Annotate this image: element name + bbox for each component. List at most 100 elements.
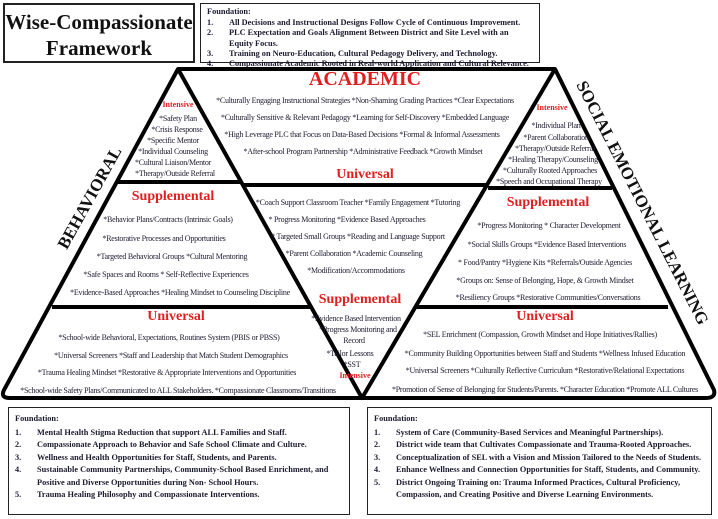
sel-supplemental-item: *Progress Monitoring * Character Develop…: [477, 221, 621, 230]
foundation-item-text: District Ongoing Training on: Trauma Inf…: [396, 477, 681, 500]
sel-intensive-item: *Parent Collaboration: [523, 133, 589, 142]
foundation-item-number: 1.: [374, 427, 381, 437]
foundation-item-text: Enhance Wellness and Connection Opportun…: [396, 465, 700, 474]
foundation-item-number: 1.: [207, 18, 214, 28]
foundation-item-number: 4.: [15, 465, 22, 474]
foundation-item: 2. PLC Expectation and Goals Alignment Be…: [207, 28, 533, 48]
foundation-item: 1. System of Care (Community-Based Servic…: [374, 427, 705, 440]
sel-supplemental-item: * Food/Pantry *Hygiene Kits *Referrals/O…: [458, 258, 632, 267]
academic-supplemental-item: *Evidence Based Intervention: [311, 314, 401, 323]
behavioral-universal-item: *Trauma Healing Mindset *Restorative & A…: [37, 368, 297, 377]
foundation-item: 5.Trauma Healing Philosophy and Compassi…: [15, 489, 343, 502]
foundation-item-number: 2.: [15, 440, 22, 449]
behavioral-supplemental-item: *Targeted Behavioral Groups *Cultural Me…: [96, 252, 248, 261]
foundation-item-number: 4.: [207, 59, 214, 69]
title-line-1: Wise-Compassionate: [5, 10, 193, 34]
behavioral-universal-item: *School-wide Safety Plans/Communicated t…: [20, 386, 336, 395]
academic-universal-heading: Universal: [336, 167, 394, 182]
foundation-item-number: 3.: [207, 48, 214, 58]
behavioral-supplemental-item: *Behavior Plans/Contracts (Intrinsic Goa…: [103, 215, 233, 224]
academic-universal-item: *Coach Support Classroom Teacher *Family…: [255, 198, 461, 207]
academic-intensive-heading: Intensive: [339, 371, 371, 380]
behavioral-universal-item: *School-wide Behavioral, Expectations, R…: [58, 333, 280, 342]
foundation-item-number: 5.: [374, 477, 381, 487]
academic-item: *After-school Program Partnership *Admin…: [243, 147, 483, 156]
foundation-item-text: Wellness and Health Opportunities for St…: [37, 452, 277, 462]
behavioral-intensive-item: *Individual Counseling: [138, 147, 208, 156]
academic-item: *Culturally Sensitive & Relevant Pedagog…: [220, 113, 510, 122]
foundation-item-text: All Decisions and Instructional Designs …: [229, 18, 521, 28]
foundation-item-text: PLC Expectation and Goals Alignment Betw…: [229, 28, 509, 48]
foundation-item: 4. Enhance Wellness and Connection Opport…: [374, 464, 705, 477]
foundation-item-number: 3.: [374, 452, 381, 462]
academic-inverted-triangle: [176, 67, 557, 400]
foundation-item: 2. District wide team that Cultivates Com…: [374, 439, 705, 452]
academic-supplemental-item: *SST: [343, 360, 361, 369]
sel-universal-heading: Universal: [516, 309, 574, 324]
foundation-item-number: 2.: [207, 28, 214, 38]
sel-universal-item: *Promotion of Sense of Belonging for Stu…: [391, 385, 699, 394]
foundation-item-text: Compassionate Approach to Behavior and S…: [37, 440, 307, 449]
foundation-item-number: 3.: [15, 452, 22, 462]
behavioral-intensive-item: *Safety Plan: [159, 114, 197, 123]
academic-heading: ACADEMIC: [308, 68, 422, 90]
behavioral-supplemental-heading: Supplemental: [131, 189, 215, 204]
behavioral-intensive-item: *Crisis Response: [151, 125, 203, 134]
foundation-item-text: District wide team that Cultivates Compa…: [396, 440, 692, 449]
sel-intensive-item: *Speech and Occupational Therapy: [496, 177, 602, 186]
academic-supplemental-item: *Tailor Lessons: [326, 349, 374, 358]
foundation-item-text: Sustainable Community Partnerships, Comm…: [37, 465, 329, 487]
academic-universal-item: * Targeted Small Groups *Reading and Lan…: [271, 232, 445, 241]
academic-item: *Culturally Engaging Instructional Strat…: [216, 96, 514, 105]
academic-supplemental-item: Record: [343, 336, 365, 345]
sel-supplemental-item: *Social Skills Groups *Evidence Based In…: [467, 240, 627, 249]
title-line-2: Framework: [45, 36, 153, 60]
foundation-item: 3. Training on Neuro-Education, Cultural …: [207, 49, 533, 59]
outer-frame: [0, 67, 717, 400]
academic-universal-item: *Parent Collaboration *Academic Counseli…: [285, 249, 423, 258]
foundation-item: 1. All Decisions and Instructional Design…: [207, 18, 533, 28]
foundation-item-text: System of Care (Community-Based Services…: [396, 427, 664, 437]
behavioral-supplemental-item: *Evidence-Based Approaches *Healing Mind…: [70, 288, 290, 297]
foundation-item: 5. District Ongoing Training on: Trauma I…: [374, 477, 705, 502]
foundation-heading: Foundation:: [207, 7, 251, 16]
sel-intensive-item: *Healing Therapy/Counseling: [508, 155, 598, 164]
foundation-item: 3. Conceptualization of SEL with a Vision…: [374, 452, 705, 465]
sel-foundation-box: Foundation: 1. System of Care (Community-B…: [367, 407, 712, 515]
framework-title: Wise-Compassionate Framework: [3, 3, 195, 63]
foundation-item: 4. Compassionate Academic Rooted in Real-…: [207, 59, 533, 69]
behavioral-universal-heading: Universal: [147, 309, 205, 324]
behavioral-intensive-item: *Cultural Liaison/Mentor: [135, 158, 211, 167]
sel-universal-item: *SEL Enrichment (Compassion, Growth Mind…: [423, 330, 657, 339]
academic-supplemental-heading: Supplemental: [318, 292, 402, 307]
behavioral-universal-item: *Universal Screeners *Staff and Leadersh…: [54, 351, 288, 360]
sel-supplemental-heading: Supplemental: [506, 195, 590, 210]
academic-item: *High Leverage PLC that Focus on Data-Ba…: [224, 130, 500, 139]
behavioral-supplemental-item: *Restorative Processes and Opportunities: [102, 234, 226, 243]
foundation-item-text: Conceptualization of SEL with a Vision a…: [396, 452, 702, 462]
foundation-item: 1. Mental Health Stigma Reduction that su…: [15, 427, 343, 440]
sel-supplemental-item: *Resiliency Groups *Restorative Communit…: [455, 293, 641, 302]
foundation-item: 2. Compassionate Approach to Behavior and…: [15, 439, 343, 452]
foundation-item-number: 2.: [374, 440, 381, 449]
academic-supplemental-item: *Progress Monitoring and: [319, 325, 397, 334]
sel-universal-item: *Universal Screeners *Culturally Reflect…: [405, 366, 685, 375]
foundation-item: 3. Wellness and Health Opportunities for …: [15, 452, 343, 465]
foundation-item-text: Mental Health Stigma Reduction that supp…: [37, 427, 287, 437]
foundation-heading: Foundation:: [15, 414, 59, 423]
foundation-item-text: Training on Neuro-Education, Cultural Pe…: [229, 48, 498, 58]
sel-intensive-heading: Intensive: [536, 103, 568, 112]
foundation-item-number: 4.: [374, 465, 381, 474]
academic-foundation-box: Foundation: 1. All Decisions and Instructi…: [200, 3, 540, 68]
foundation-item-number: 5.: [15, 490, 22, 499]
behavioral-supplemental-item: *Safe Spaces and Rooms * Self-Reflective…: [83, 270, 249, 279]
foundation-item-number: 1.: [15, 427, 22, 437]
foundation-heading: Foundation:: [374, 414, 418, 423]
behavioral-intensive-item: *Therapy/Outside Referral: [135, 169, 215, 178]
sel-intensive-item: *Therapy/Outside Referral: [515, 144, 595, 153]
sel-universal-item: *Community Building Opportunities betwee…: [404, 349, 686, 358]
sel-intensive-item: *Culturally Rooted Approaches: [502, 166, 598, 175]
sel-supplemental-item: *Groups on: Sense of Belonging, Hope, & …: [456, 276, 634, 285]
foundation-item-text: Compassionate Academic Rooted in Real-wo…: [229, 59, 529, 69]
